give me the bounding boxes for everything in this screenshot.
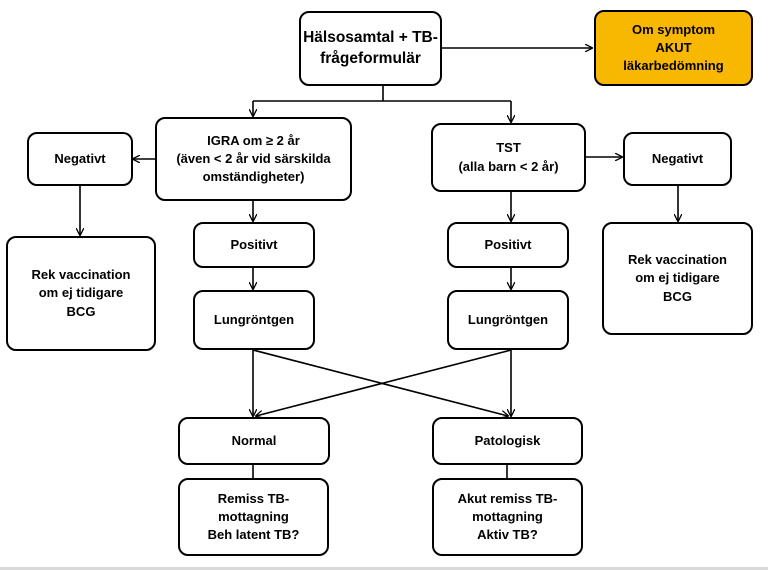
positive-right-label: Positivt: [484, 236, 532, 252]
symptom-node: Om symptom AKUT läkarbedömning: [594, 10, 753, 86]
xray-left-label: Lungröntgen: [213, 311, 295, 327]
active-referral-node: Akut remiss TB- mottagning Aktiv TB?: [432, 478, 583, 556]
latent-referral-node: Remiss TB- mottagning Beh latent TB?: [178, 478, 329, 556]
pathologic-node: Patologisk: [432, 417, 583, 465]
positive-left-node: Positivt: [193, 222, 315, 268]
positive-left-label: Positivt: [230, 236, 278, 252]
tst-node: TST (alla barn < 2 år): [431, 123, 586, 192]
latent-referral-label: Remiss TB- mottagning Beh latent TB?: [207, 490, 300, 543]
xray-right-label: Lungröntgen: [467, 311, 549, 327]
xray-right-node: Lungröntgen: [447, 290, 569, 350]
positive-right-node: Positivt: [447, 222, 569, 268]
negative-left-node: Negativt: [27, 132, 133, 186]
vaccination-right-node: Rek vaccination om ej tidigare BCG: [602, 222, 753, 335]
igra-node: IGRA om ≥ 2 år (även < 2 år vid särskild…: [155, 117, 352, 201]
normal-label: Normal: [231, 432, 277, 448]
vaccination-right-label: Rek vaccination om ej tidigare BCG: [628, 252, 727, 304]
symptom-label: Om symptom AKUT läkarbedömning: [623, 21, 724, 74]
bottom-border: [0, 567, 768, 570]
vaccination-left-label: Rek vaccination om ej tidigare BCG: [31, 267, 131, 319]
tst-label: TST (alla barn < 2 år): [458, 140, 559, 174]
pathologic-label: Patologisk: [474, 432, 541, 448]
xray-left-node: Lungröntgen: [193, 290, 315, 350]
normal-node: Normal: [178, 417, 330, 465]
edge-xray-right-normal: [256, 349, 512, 416]
start-label: Hälsosamtal + TB- frågeformulär: [303, 28, 438, 67]
negative-right-label: Negativt: [651, 150, 704, 166]
igra-label: IGRA om ≥ 2 år (även < 2 år vid särskild…: [176, 132, 331, 185]
start-node: Hälsosamtal + TB- frågeformulär: [299, 11, 442, 86]
active-referral-label: Akut remiss TB- mottagning Aktiv TB?: [457, 490, 558, 543]
negative-right-node: Negativt: [623, 132, 732, 186]
vaccination-left-node: Rek vaccination om ej tidigare BCG: [6, 236, 156, 351]
negative-left-label: Negativt: [54, 150, 106, 166]
